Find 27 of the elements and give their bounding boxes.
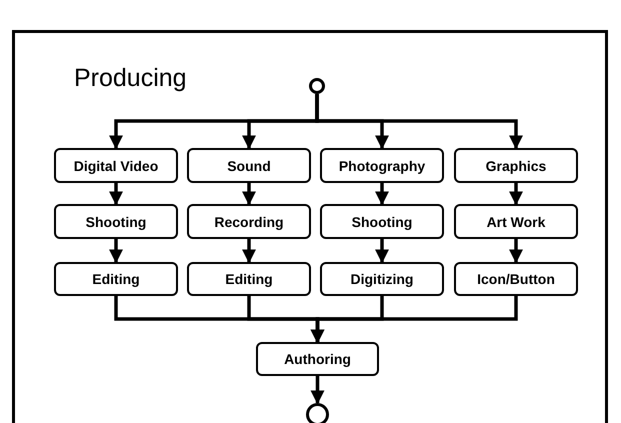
process-box: Digital Video [54,148,178,183]
arrow [375,183,389,206]
process-box: Editing [187,262,311,296]
process-box: Photography [320,148,444,183]
process-box: Shooting [54,204,178,239]
process-box: Authoring [256,342,379,376]
process-box: Icon/Button [454,262,578,296]
process-box: Shooting [320,204,444,239]
arrow [509,183,523,206]
arrow [242,183,256,206]
process-box: Sound [187,148,311,183]
process-box: Digitizing [320,262,444,296]
terminal-circle [306,403,329,423]
process-box: Editing [54,262,178,296]
process-box: Art Work [454,204,578,239]
arrow [315,94,523,150]
process-box: Graphics [454,148,578,183]
arrow [109,239,123,264]
arrow [310,296,518,344]
arrow [109,183,123,206]
arrow [509,239,523,264]
arrow [310,376,324,404]
terminal-circle [309,78,325,94]
arrow [375,239,389,264]
process-box: Recording [187,204,311,239]
arrow [242,239,256,264]
slide-title: Producing [74,63,187,93]
